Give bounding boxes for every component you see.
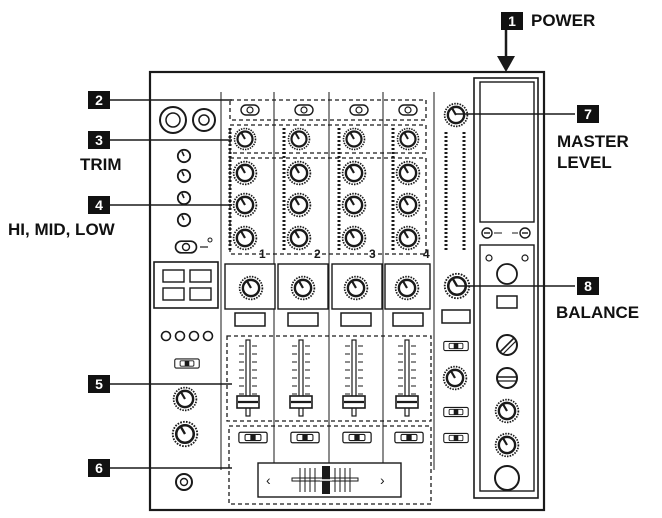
channel-area: 1 2 3 4 ‹ › bbox=[220, 92, 435, 505]
low-knob[interactable] bbox=[286, 225, 312, 251]
crossfader-left-arrow: ‹ bbox=[266, 472, 271, 488]
left-knob[interactable] bbox=[172, 386, 198, 412]
low-knob[interactable] bbox=[232, 225, 258, 251]
beat-button[interactable] bbox=[496, 295, 518, 309]
callout-label-eq: HI, MID, LOW bbox=[8, 220, 115, 239]
mic-knob[interactable] bbox=[176, 148, 192, 164]
crossfader-right-arrow: › bbox=[380, 472, 385, 488]
input-selector[interactable] bbox=[398, 104, 418, 116]
callout-label-power: POWER bbox=[531, 11, 596, 30]
mid-knob[interactable] bbox=[286, 192, 312, 218]
mic-switch[interactable] bbox=[174, 240, 198, 254]
channel-number: 1 bbox=[259, 247, 266, 261]
master-switch[interactable] bbox=[443, 340, 469, 352]
mid-knob[interactable] bbox=[395, 192, 421, 218]
input-selector[interactable] bbox=[349, 104, 369, 116]
callout-badge-1: 1 bbox=[501, 12, 523, 30]
channel-fader-group bbox=[226, 335, 432, 422]
cue-button[interactable] bbox=[234, 312, 266, 327]
callout-badge-3: 3 bbox=[88, 131, 110, 149]
trim-group bbox=[229, 124, 427, 154]
master-switch[interactable] bbox=[443, 432, 469, 444]
callout-label-master-level: MASTER LEVEL bbox=[557, 132, 629, 172]
assign-switch[interactable] bbox=[290, 431, 320, 444]
display bbox=[479, 81, 535, 223]
hi-knob[interactable] bbox=[232, 160, 258, 186]
effects-panel bbox=[473, 77, 539, 499]
color-knob[interactable] bbox=[394, 275, 420, 301]
jog-dial[interactable] bbox=[496, 263, 518, 285]
callout-badge-6: 6 bbox=[88, 459, 110, 477]
effect-buttons-panel bbox=[153, 261, 219, 309]
left-panel bbox=[153, 106, 219, 491]
callout-badge-4: 4 bbox=[88, 196, 110, 214]
effect-knob[interactable] bbox=[494, 432, 520, 458]
assign-switch[interactable] bbox=[342, 431, 372, 444]
eq-group bbox=[229, 157, 427, 255]
left-knob[interactable] bbox=[171, 420, 199, 448]
trim-knob[interactable] bbox=[233, 127, 257, 151]
hi-knob[interactable] bbox=[341, 160, 367, 186]
trim-knob[interactable] bbox=[342, 127, 366, 151]
callout-badge-7: 7 bbox=[577, 105, 599, 123]
mic-knob[interactable] bbox=[176, 212, 192, 228]
channel-number: 4 bbox=[423, 247, 430, 261]
low-knob[interactable] bbox=[341, 225, 367, 251]
callout-label-balance: BALANCE bbox=[556, 303, 640, 322]
mic-knob[interactable] bbox=[176, 168, 192, 184]
hi-knob[interactable] bbox=[395, 160, 421, 186]
color-knob[interactable] bbox=[343, 275, 369, 301]
cue-button[interactable] bbox=[340, 312, 372, 327]
master-cue-button[interactable] bbox=[441, 309, 471, 324]
callout-label-trim: TRIM bbox=[80, 155, 122, 174]
master-level-knob[interactable] bbox=[443, 102, 469, 128]
cue-button[interactable] bbox=[392, 312, 424, 327]
trim-knob[interactable] bbox=[396, 127, 420, 151]
color-knob[interactable] bbox=[290, 275, 316, 301]
channel-number: 2 bbox=[314, 247, 321, 261]
channel-number: 3 bbox=[369, 247, 376, 261]
effect-knob[interactable] bbox=[494, 398, 520, 424]
mid-knob[interactable] bbox=[341, 192, 367, 218]
trim-knob[interactable] bbox=[287, 127, 311, 151]
effect-on-button[interactable] bbox=[494, 465, 520, 491]
callout-badge-2: 2 bbox=[88, 91, 110, 109]
master-section bbox=[441, 102, 471, 444]
master-knob[interactable] bbox=[442, 365, 468, 391]
input-selector[interactable] bbox=[294, 104, 314, 116]
assign-switch[interactable] bbox=[238, 431, 268, 444]
master-switch[interactable] bbox=[443, 406, 469, 418]
mic-knob[interactable] bbox=[176, 190, 192, 206]
input-selector[interactable] bbox=[240, 104, 260, 116]
mid-knob[interactable] bbox=[232, 192, 258, 218]
select-switch[interactable] bbox=[174, 358, 200, 369]
cue-button[interactable] bbox=[287, 312, 319, 327]
crossfader-group bbox=[228, 425, 432, 505]
callout-badge-8: 8 bbox=[577, 277, 599, 295]
effect-knob[interactable] bbox=[496, 367, 518, 389]
hi-knob[interactable] bbox=[286, 160, 312, 186]
input-selector-group bbox=[229, 99, 427, 121]
low-knob[interactable] bbox=[395, 225, 421, 251]
callout-badge-5: 5 bbox=[88, 375, 110, 393]
color-knob[interactable] bbox=[238, 275, 264, 301]
assign-switch[interactable] bbox=[394, 431, 424, 444]
